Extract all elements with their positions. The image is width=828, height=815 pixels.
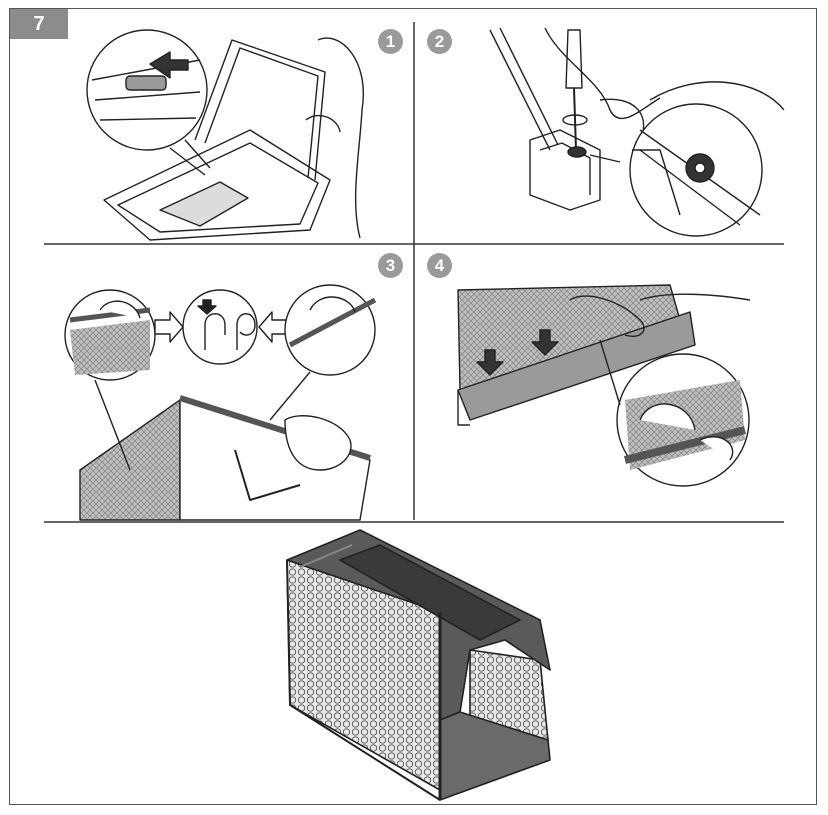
hook-detail-icon: [183, 290, 257, 364]
panel-1-illustration: [87, 30, 363, 240]
panel-2-illustration: [490, 28, 784, 236]
grass-bag-illustration: [287, 530, 550, 800]
panel-4-illustration: [458, 285, 750, 486]
panel-3-illustration: [65, 285, 375, 520]
